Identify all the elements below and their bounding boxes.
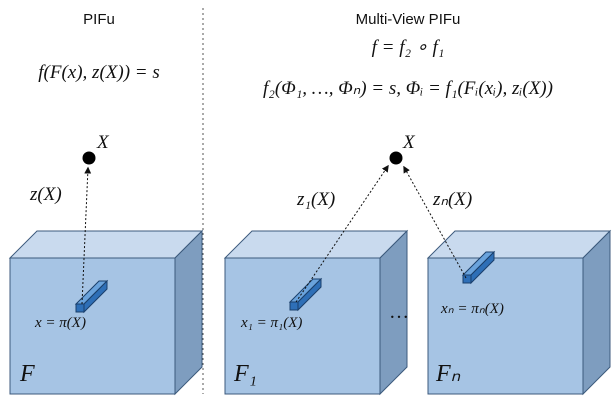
left-sample-rod: [74, 279, 109, 314]
left-ray: [81, 166, 92, 305]
left-header: PIFu: [83, 11, 115, 28]
right-point-dot: [389, 151, 403, 165]
left-cube-label: F: [19, 361, 35, 387]
right-cube-1-front-face: [224, 257, 381, 395]
right-projection-label-n: xₙ = πₙ(X): [440, 301, 504, 317]
right-sample-rod-1: [288, 277, 323, 312]
right-cube-n: [426, 229, 612, 396]
right-equation-aggregation: f₂(Φ₁, …, Φₙ) = s, Φᵢ = f₁(Fᵢ(xᵢ), zᵢ(X)…: [263, 78, 553, 99]
right-cube-n-front-face: [427, 257, 584, 395]
right-cube-1: [223, 229, 409, 396]
right-projection-label-1: x₁ = π₁(X): [240, 315, 302, 331]
left-cube-top-face: [8, 230, 204, 259]
left-depth-label: z(X): [29, 184, 62, 205]
left-equation: f(F(x), z(X)) = s: [38, 62, 160, 83]
right-cube-1-top-face: [223, 230, 409, 259]
ellipsis: …: [389, 301, 409, 323]
projection-rays: [81, 164, 467, 305]
left-cube-side-face: [174, 229, 203, 396]
right-cube-label-1: F₁: [233, 361, 257, 387]
right-cube-label-n: Fₙ: [435, 361, 461, 387]
left-cube-front-face: [9, 257, 176, 395]
left-point-label: X: [96, 132, 110, 153]
left-cube: [8, 229, 204, 396]
right-cube-n-side-face: [582, 229, 611, 396]
left-projection-label: x = π(X): [34, 315, 86, 331]
left-point-dot: [82, 151, 96, 165]
right-point-label: X: [402, 132, 416, 153]
right-ray-1: [295, 164, 389, 303]
right-depth-label-n: zₙ(X): [432, 189, 472, 210]
right-depth-label-1: z₁(X): [296, 189, 335, 210]
right-ray-n: [403, 165, 467, 279]
right-cube-n-top-face: [426, 230, 612, 259]
right-header: Multi-View PIFu: [356, 11, 461, 28]
right-equation-composition: f = f₂ ∘ f₁: [372, 37, 445, 58]
feature-cubes: [8, 229, 612, 396]
right-sample-rod-n: [461, 250, 496, 285]
